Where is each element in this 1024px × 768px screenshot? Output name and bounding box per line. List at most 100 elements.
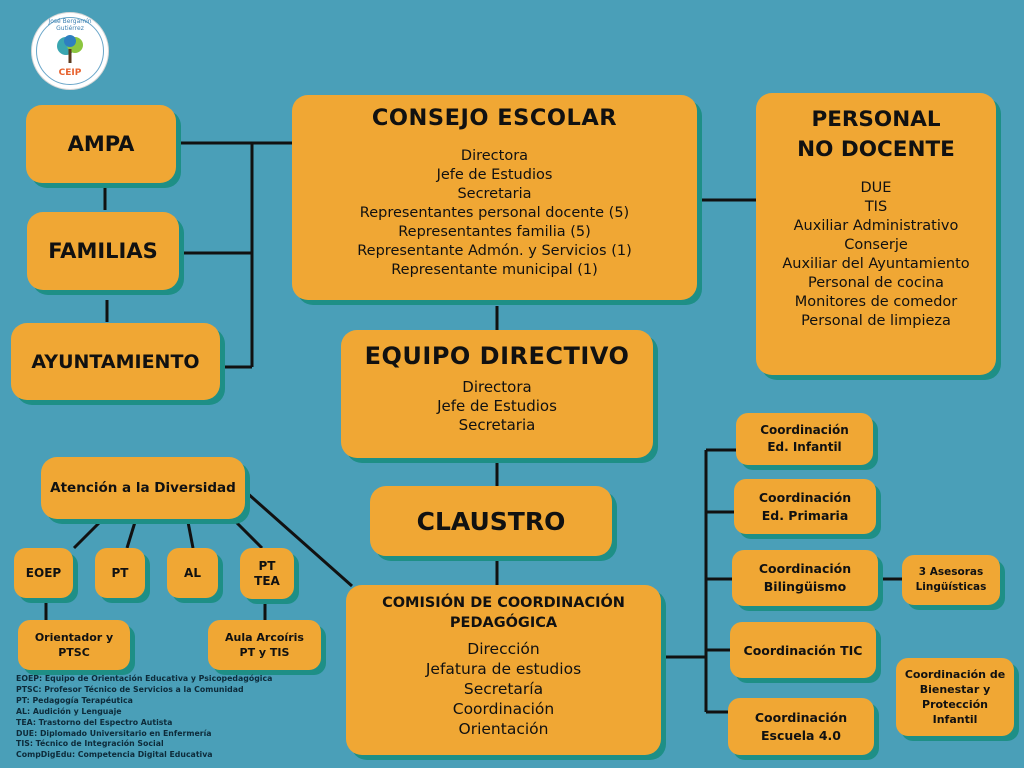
comision-member: Orientación — [458, 720, 549, 738]
comision-member: Jefatura de estudios — [425, 660, 582, 678]
coord-primaria-line2: Ed. Primaria — [761, 507, 849, 523]
pt-label: PT — [111, 566, 129, 580]
abbreviations-legend: EOEP: Equipo de Orientación Educativa y … — [16, 674, 306, 761]
claustro-box: CLAUSTRO — [370, 486, 612, 556]
coord-escuela-line1: Coordinación — [754, 709, 848, 725]
logo-brand: CEIP — [58, 68, 82, 78]
connector-diversidad-comision — [245, 490, 353, 588]
pt-box: PT — [95, 548, 145, 598]
abbreviation-item: TEA: Trastorno del Espectro Autista — [16, 717, 173, 727]
aula-arcoiris-box: Aula Arcoíris PT y TIS — [208, 620, 321, 670]
connector-diversidad-al — [186, 521, 195, 549]
equipo-member: Secretaria — [458, 416, 536, 434]
tree-icon — [57, 35, 83, 63]
aula-label-line1: Aula Arcoíris — [225, 631, 304, 644]
personal-members: DUE TIS Auxiliar Administrativo Conserje… — [782, 179, 969, 331]
personal-title-line1: PERSONAL — [811, 107, 941, 132]
asesoras-line2: Lingüísticas — [915, 581, 987, 593]
ampa-label: AMPA — [67, 132, 135, 156]
abbreviation-item: DUE: Diplomado Universitario en Enfermer… — [16, 728, 212, 738]
al-label: AL — [184, 566, 201, 580]
bienestar-line2: Bienestar y — [919, 683, 991, 696]
abbreviation-item: PTSC: Profesor Técnico de Servicios a la… — [16, 684, 244, 694]
abbreviation-item: EOEP: Equipo de Orientación Educativa y … — [16, 674, 273, 683]
consejo-member: Jefe de Estudios — [436, 167, 553, 183]
bienestar-line3: Protección — [922, 698, 988, 711]
comision-title-line1: COMISIÓN DE COORDINACIÓN — [382, 595, 625, 611]
logo-arc-text: José Bergamín Gutiérrez — [48, 18, 92, 32]
orientador-label-line1: Orientador y — [34, 631, 114, 644]
coord-bienestar-box: Coordinación de Bienestar y Protección I… — [896, 658, 1014, 736]
familias-box: FAMILIAS — [27, 212, 179, 290]
bienestar-line1: Coordinación de — [904, 668, 1006, 681]
aula-label-line2: PT y TIS — [239, 646, 290, 659]
personal-member: Auxiliar Administrativo — [793, 218, 959, 234]
equipo-members: Directora Jefe de Estudios Secretaria — [437, 378, 557, 435]
abbreviation-item: PT: Pedagogía Terapéutica — [16, 695, 133, 705]
connector-diversidad-eoep — [72, 520, 102, 550]
familias-label: FAMILIAS — [48, 239, 158, 263]
equipo-directivo-box: EQUIPO DIRECTIVO Directora Jefe de Estud… — [341, 330, 653, 458]
eoep-label: EOEP — [25, 566, 62, 580]
logo-ring — [36, 17, 104, 85]
coord-bilinguismo-line1: Coordinación — [758, 561, 852, 576]
personal-member: TIS — [864, 199, 888, 215]
eoep-box: EOEP — [14, 548, 73, 598]
pt-tea-label-line1: PT — [258, 558, 276, 573]
coord-infantil-line1: Coordinación — [760, 423, 849, 437]
coord-tic-box: Coordinación TIC — [730, 622, 876, 678]
coord-tic-label: Coordinación TIC — [743, 642, 863, 658]
coord-escuela-line2: Escuela 4.0 — [761, 727, 841, 743]
atencion-diversidad-label: Atención a la Diversidad — [50, 480, 236, 496]
equipo-member: Jefe de Estudios — [437, 397, 557, 415]
comision-title-line2: PEDAGÓGICA — [449, 615, 558, 631]
coord-bilinguismo-line2: Bilingüismo — [763, 579, 847, 594]
personal-member: Personal de limpieza — [801, 313, 951, 329]
consejo-member: Representantes familia (5) — [398, 224, 591, 240]
asesoras-linguisticas-box: 3 Asesoras Lingüísticas — [902, 555, 1000, 605]
personal-member: Monitores de comedor — [794, 294, 958, 310]
orientador-label-line2: PTSC — [58, 646, 90, 659]
equipo-directivo-title: EQUIPO DIRECTIVO — [364, 342, 630, 370]
coord-bilinguismo-box: Coordinación Bilingüismo — [732, 550, 878, 606]
pt-tea-box: PT TEA — [240, 548, 294, 599]
coord-primaria-line1: Coordinación — [758, 489, 852, 505]
consejo-member: Directora — [460, 148, 529, 164]
personal-title-line2: NO DOCENTE — [797, 137, 955, 162]
pt-tea-label-line2: TEA — [254, 573, 280, 588]
coord-primaria-box: Coordinación Ed. Primaria — [734, 479, 876, 534]
asesoras-line1: 3 Asesoras — [918, 566, 984, 578]
al-box: AL — [167, 548, 218, 598]
personal-member: Auxiliar del Ayuntamiento — [782, 256, 970, 272]
abbreviation-item: TIS: Técnico de Integración Social — [16, 739, 164, 749]
consejo-escolar-title: CONSEJO ESCOLAR — [371, 105, 618, 131]
consejo-member: Representante Admón. y Servicios (1) — [357, 243, 632, 259]
ampa-box: AMPA — [26, 105, 176, 183]
consejo-members: Directora Jefe de Estudios Secretaria Re… — [357, 147, 632, 280]
personal-member: Personal de cocina — [808, 275, 944, 291]
consejo-member: Representante municipal (1) — [391, 262, 598, 278]
claustro-label: CLAUSTRO — [416, 506, 566, 536]
consejo-member: Representantes personal docente (5) — [359, 205, 630, 221]
comision-member: Coordinación — [452, 700, 555, 718]
abbreviation-item: CompDigEdu: Competencia Digital Educativ… — [16, 750, 213, 760]
comision-coordinacion-box: COMISIÓN DE COORDINACIÓN PEDAGÓGICA Dire… — [346, 585, 661, 755]
coord-infantil-box: Coordinación Ed. Infantil — [736, 413, 873, 465]
comision-member: Secretaría — [463, 680, 544, 698]
orientador-ptsc-box: Orientador y PTSC — [18, 620, 130, 670]
connector-diversidad-pttea — [234, 520, 264, 550]
ayuntamiento-box: AYUNTAMIENTO — [11, 323, 220, 400]
coord-escuela-box: Coordinación Escuela 4.0 — [728, 698, 874, 755]
equipo-member: Directora — [462, 378, 532, 396]
comision-members: Dirección Jefatura de estudios Secretarí… — [426, 639, 581, 739]
atencion-diversidad-box: Atención a la Diversidad — [41, 457, 245, 519]
school-logo: José Bergamín Gutiérrez CEIP — [32, 13, 108, 89]
comision-member: Dirección — [467, 640, 540, 658]
abbreviation-item: AL: Audición y Lenguaje — [16, 706, 122, 716]
personal-member: Conserje — [844, 237, 908, 253]
connector-diversidad-pt — [125, 521, 137, 549]
consejo-escolar-box: CONSEJO ESCOLAR Directora Jefe de Estudi… — [292, 95, 697, 300]
ayuntamiento-label: AYUNTAMIENTO — [31, 350, 200, 373]
consejo-member: Secretaria — [457, 186, 532, 202]
personal-no-docente-box: PERSONAL NO DOCENTE DUE TIS Auxiliar Adm… — [756, 93, 996, 375]
